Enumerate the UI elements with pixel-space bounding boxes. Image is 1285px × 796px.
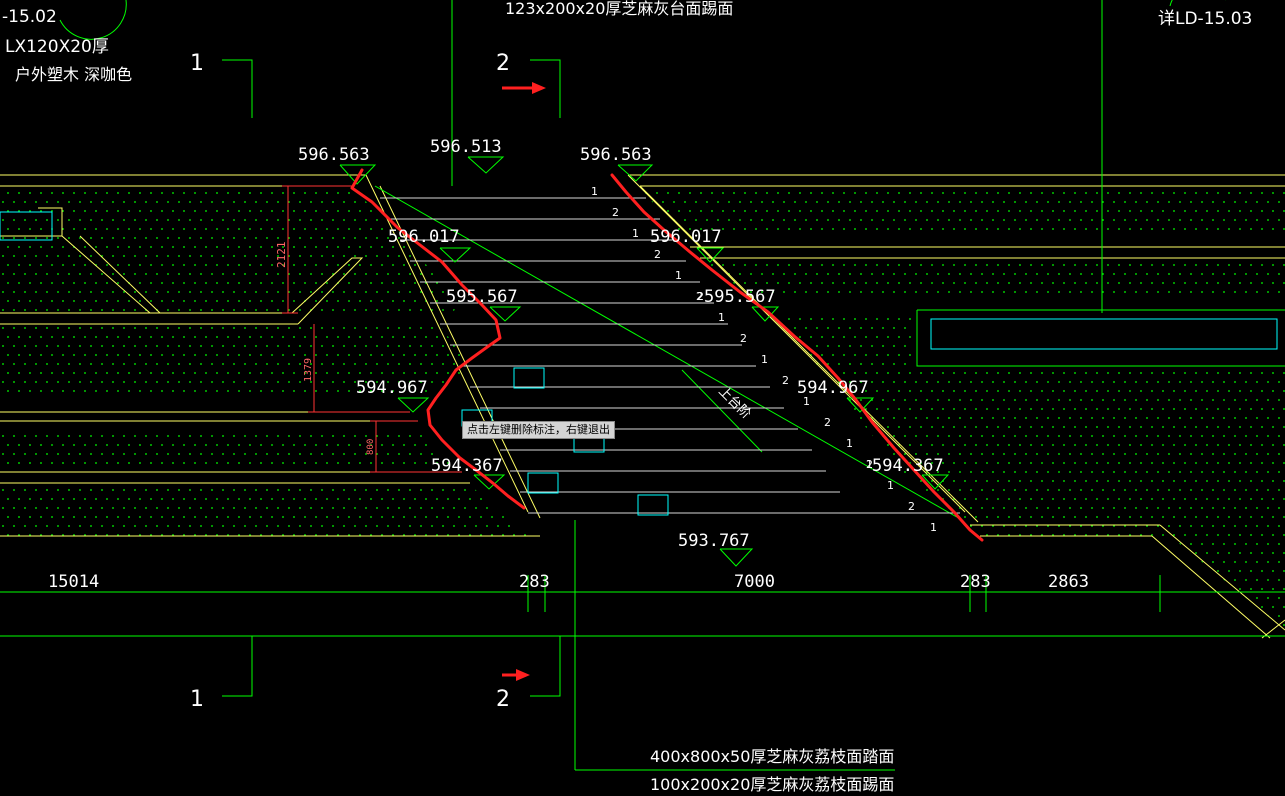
stair-direction-label: 上台阶: [715, 384, 753, 422]
elevation-l5: 594.367: [431, 456, 503, 476]
step-number: 1: [632, 227, 639, 240]
markup-stroke-left: [350, 168, 526, 510]
step-number: 1: [887, 479, 894, 492]
elevation-r5: 594.367: [872, 456, 944, 476]
elevation-r4: 594.967: [797, 378, 869, 398]
step-number: 2: [696, 290, 703, 303]
elevation-top-right: 596.563: [580, 145, 652, 165]
elevation-top-mid: 596.513: [430, 137, 502, 157]
ref-right: 详LD-15.03: [1158, 9, 1252, 29]
arrow-right-icon-bottom: [516, 669, 530, 681]
step-number: 2: [612, 206, 619, 219]
elevation-r3: 595.567: [704, 287, 776, 307]
step-number: 2: [824, 416, 831, 429]
elevation-r2: 596.017: [650, 227, 722, 247]
markup-stroke-right: [610, 173, 984, 542]
step-number: 1: [761, 353, 768, 366]
elevation-l4: 594.967: [356, 378, 428, 398]
step-number: 2: [866, 458, 873, 471]
planting-beds: [0, 187, 1285, 630]
elevation-l3: 595.567: [446, 287, 518, 307]
bottom-note-2: 100x200x20厚芝麻灰荔枝面踢面: [650, 775, 894, 794]
red-dimensions: [282, 185, 462, 473]
arrow-right-icon-top: [532, 82, 546, 94]
dim-283-right: 283: [960, 572, 991, 592]
section-mark-bottom-1: 1: [190, 687, 204, 712]
section-mark-bottom-2: 2: [496, 687, 510, 712]
dim-vertical-2121: 2121: [275, 242, 288, 269]
top-note: 123x200x20厚芝麻灰台面踢面: [505, 0, 733, 18]
yellow-outlines: [0, 174, 1285, 639]
ref-left: -15.02: [2, 7, 57, 27]
red-arrows: [502, 82, 546, 681]
section-mark-top-1: 1: [190, 51, 204, 76]
cad-command-tooltip: 点击左键删除标注，右键退出: [462, 421, 615, 439]
step-number: 2: [782, 374, 789, 387]
elevation-markers: [339, 156, 950, 567]
cyan-features: [0, 211, 1278, 516]
step-number: 1: [803, 395, 810, 408]
bottom-note-1: 400x800x50厚芝麻灰荔枝面踏面: [650, 747, 894, 766]
step-number: 1: [591, 185, 598, 198]
section-mark-top-2: 2: [496, 51, 510, 76]
red-markup: [350, 168, 984, 542]
step-number: 1: [866, 458, 873, 471]
dim-7000: 7000: [734, 572, 775, 592]
elevation-top-left: 596.563: [298, 145, 370, 165]
material-left-1: LX120X20厚: [5, 37, 109, 57]
step-number: 1: [846, 437, 853, 450]
dim-vertical-800: 800: [366, 439, 376, 455]
step-number: 1: [930, 521, 937, 534]
step-number: 2: [654, 248, 661, 261]
step-number: 2: [740, 332, 747, 345]
step-number: 2: [697, 290, 704, 303]
green-lines: [0, 0, 1285, 771]
elevation-bottom: 593.767: [678, 531, 750, 551]
step-number: 2: [908, 500, 915, 513]
elevation-l2: 596.017: [388, 227, 460, 247]
step-number: 1: [718, 311, 725, 324]
dim-vertical-1379: 1379: [303, 358, 314, 382]
material-left-2: 户外塑木 深咖色: [15, 65, 132, 84]
step-number: 1: [675, 269, 682, 282]
dim-2863: 2863: [1048, 572, 1089, 592]
dim-283-left: 283: [519, 572, 550, 592]
dim-15014: 15014: [48, 572, 99, 592]
